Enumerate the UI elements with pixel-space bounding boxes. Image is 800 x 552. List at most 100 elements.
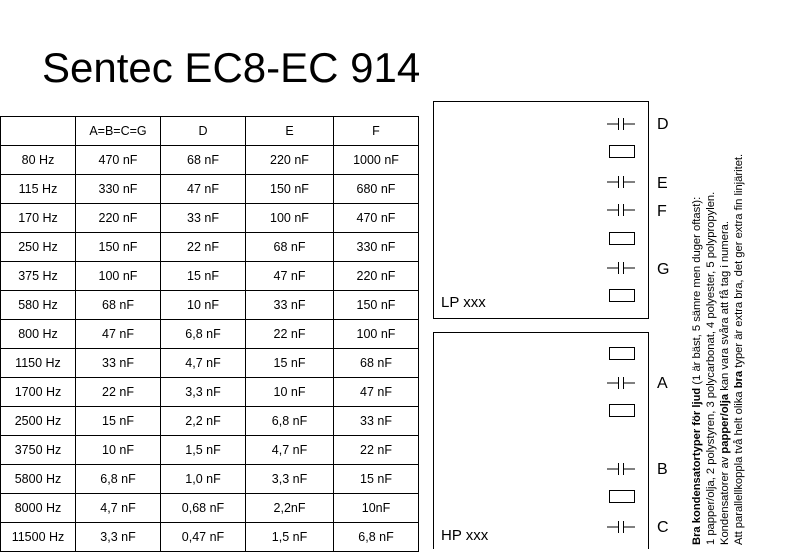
capacitance-cell: 10 nF: [245, 377, 334, 407]
capacitance-cell: 47 nF: [333, 377, 419, 407]
notes-line-3-b: kan vara svåra att få tag i numera.: [719, 221, 731, 394]
notes-line-4: Att parallellkoppla två helt olika bra t…: [732, 40, 746, 545]
frequency-cell: 1700 Hz: [0, 377, 76, 407]
frequency-cell: 3750 Hz: [0, 435, 76, 465]
capacitance-cell: 22 nF: [245, 319, 334, 349]
slot-label-e: E: [657, 175, 668, 192]
capacitance-cell: 33 nF: [245, 290, 334, 320]
page-title: Sentec EC8-EC 914: [42, 44, 421, 91]
resistor-symbol: [609, 232, 635, 245]
frequency-cell: 80 Hz: [0, 145, 76, 175]
resistor-symbol: [609, 490, 635, 503]
table-header-f: F: [333, 116, 419, 146]
capacitance-cell: 4,7 nF: [160, 348, 246, 378]
capacitance-cell: 150 nF: [75, 232, 161, 262]
slot-label-b: B: [657, 461, 668, 478]
capacitance-cell: 6,8 nF: [160, 319, 246, 349]
capacitance-cell: 68 nF: [333, 348, 419, 378]
capacitance-cell: 15 nF: [160, 261, 246, 291]
notes-line-1-bold: Bra kondensatortyper för ljud: [691, 387, 703, 545]
table-header-e: E: [245, 116, 334, 146]
capacitance-cell: 68 nF: [160, 145, 246, 175]
table-header-d: D: [160, 116, 246, 146]
capacitance-cell: 4,7 nF: [245, 435, 334, 465]
capacitance-cell: 150 nF: [245, 174, 334, 204]
slot-label-a: A: [657, 375, 668, 392]
notes-line-4-a: Att parallellkoppla två helt olika: [733, 388, 745, 545]
capacitor-notes: Bra kondensatortyper för ljud (1 är bäst…: [690, 40, 746, 545]
notes-line-4-bold: bra: [733, 370, 745, 389]
capacitance-cell: 220 nF: [333, 261, 419, 291]
capacitance-cell: 10 nF: [75, 435, 161, 465]
notes-line-1-rest: (1 är bäst, 5 sämre men duger oftast):: [691, 196, 703, 388]
capacitance-cell: 33 nF: [333, 406, 419, 436]
slot-label-c: C: [657, 519, 669, 536]
capacitance-cell: 47 nF: [160, 174, 246, 204]
capacitance-cell: 15 nF: [75, 406, 161, 436]
notes-line-1: Bra kondensatortyper för ljud (1 är bäst…: [690, 40, 704, 545]
capacitance-cell: 68 nF: [75, 290, 161, 320]
hp-panel-label: HP xxx: [441, 527, 489, 544]
table-header-corner: [0, 116, 76, 146]
hp-filter-panel: HP xxx: [433, 332, 649, 549]
capacitance-cell: 6,8 nF: [75, 464, 161, 494]
capacitance-cell: 150 nF: [333, 290, 419, 320]
lp-filter-panel: LP xxx: [433, 101, 649, 319]
capacitance-cell: 1,5 nF: [245, 522, 334, 552]
capacitance-cell: 15 nF: [333, 464, 419, 494]
notes-line-2: 1 papper/olja, 2 polystyren, 3 polycarbo…: [705, 191, 717, 545]
capacitance-cell: 2,2nF: [245, 493, 334, 523]
slot-label-d: D: [657, 116, 669, 133]
capacitance-cell: 470 nF: [333, 203, 419, 233]
capacitor-symbol-c: [607, 520, 635, 534]
capacitance-cell: 220 nF: [245, 145, 334, 175]
capacitance-cell: 33 nF: [160, 203, 246, 233]
frequency-cell: 2500 Hz: [0, 406, 76, 436]
capacitance-cell: 1,0 nF: [160, 464, 246, 494]
resistor-symbol: [609, 404, 635, 417]
capacitor-symbol-a: [607, 376, 635, 390]
resistor-symbol: [609, 347, 635, 360]
frequency-cell: 170 Hz: [0, 203, 76, 233]
notes-line-3: Kondensatorer av papper/olja kan vara sv…: [718, 40, 732, 545]
capacitance-cell: 2,2 nF: [160, 406, 246, 436]
capacitance-cell: 100 nF: [333, 319, 419, 349]
table-header-abcg: A=B=C=G: [75, 116, 161, 146]
capacitor-symbol-f: [607, 203, 635, 217]
slot-label-f: F: [657, 203, 667, 220]
capacitance-cell: 10 nF: [160, 290, 246, 320]
capacitance-cell: 33 nF: [75, 348, 161, 378]
capacitance-cell: 47 nF: [245, 261, 334, 291]
capacitor-symbol-d: [607, 117, 635, 131]
capacitance-cell: 680 nF: [333, 174, 419, 204]
frequency-cell: 115 Hz: [0, 174, 76, 204]
capacitance-cell: 22 nF: [75, 377, 161, 407]
capacitance-cell: 220 nF: [75, 203, 161, 233]
capacitance-cell: 330 nF: [75, 174, 161, 204]
capacitance-cell: 1,5 nF: [160, 435, 246, 465]
capacitance-cell: 3,3 nF: [75, 522, 161, 552]
table-header-row: A=B=C=G D E F: [0, 116, 419, 146]
notes-line-3-bold: papper/olja: [719, 393, 731, 454]
capacitance-cell: 470 nF: [75, 145, 161, 175]
notes-line-3-a: Kondensatorer av: [719, 453, 731, 545]
frequency-cell: 5800 Hz: [0, 464, 76, 494]
capacitance-cell: 3,3 nF: [160, 377, 246, 407]
frequency-cell: 375 Hz: [0, 261, 76, 291]
capacitance-cell: 100 nF: [75, 261, 161, 291]
slot-label-g: G: [657, 261, 670, 278]
capacitance-cell: 22 nF: [333, 435, 419, 465]
notes-line-4-b: typer är extra bra, det ger extra fin li…: [733, 153, 745, 371]
